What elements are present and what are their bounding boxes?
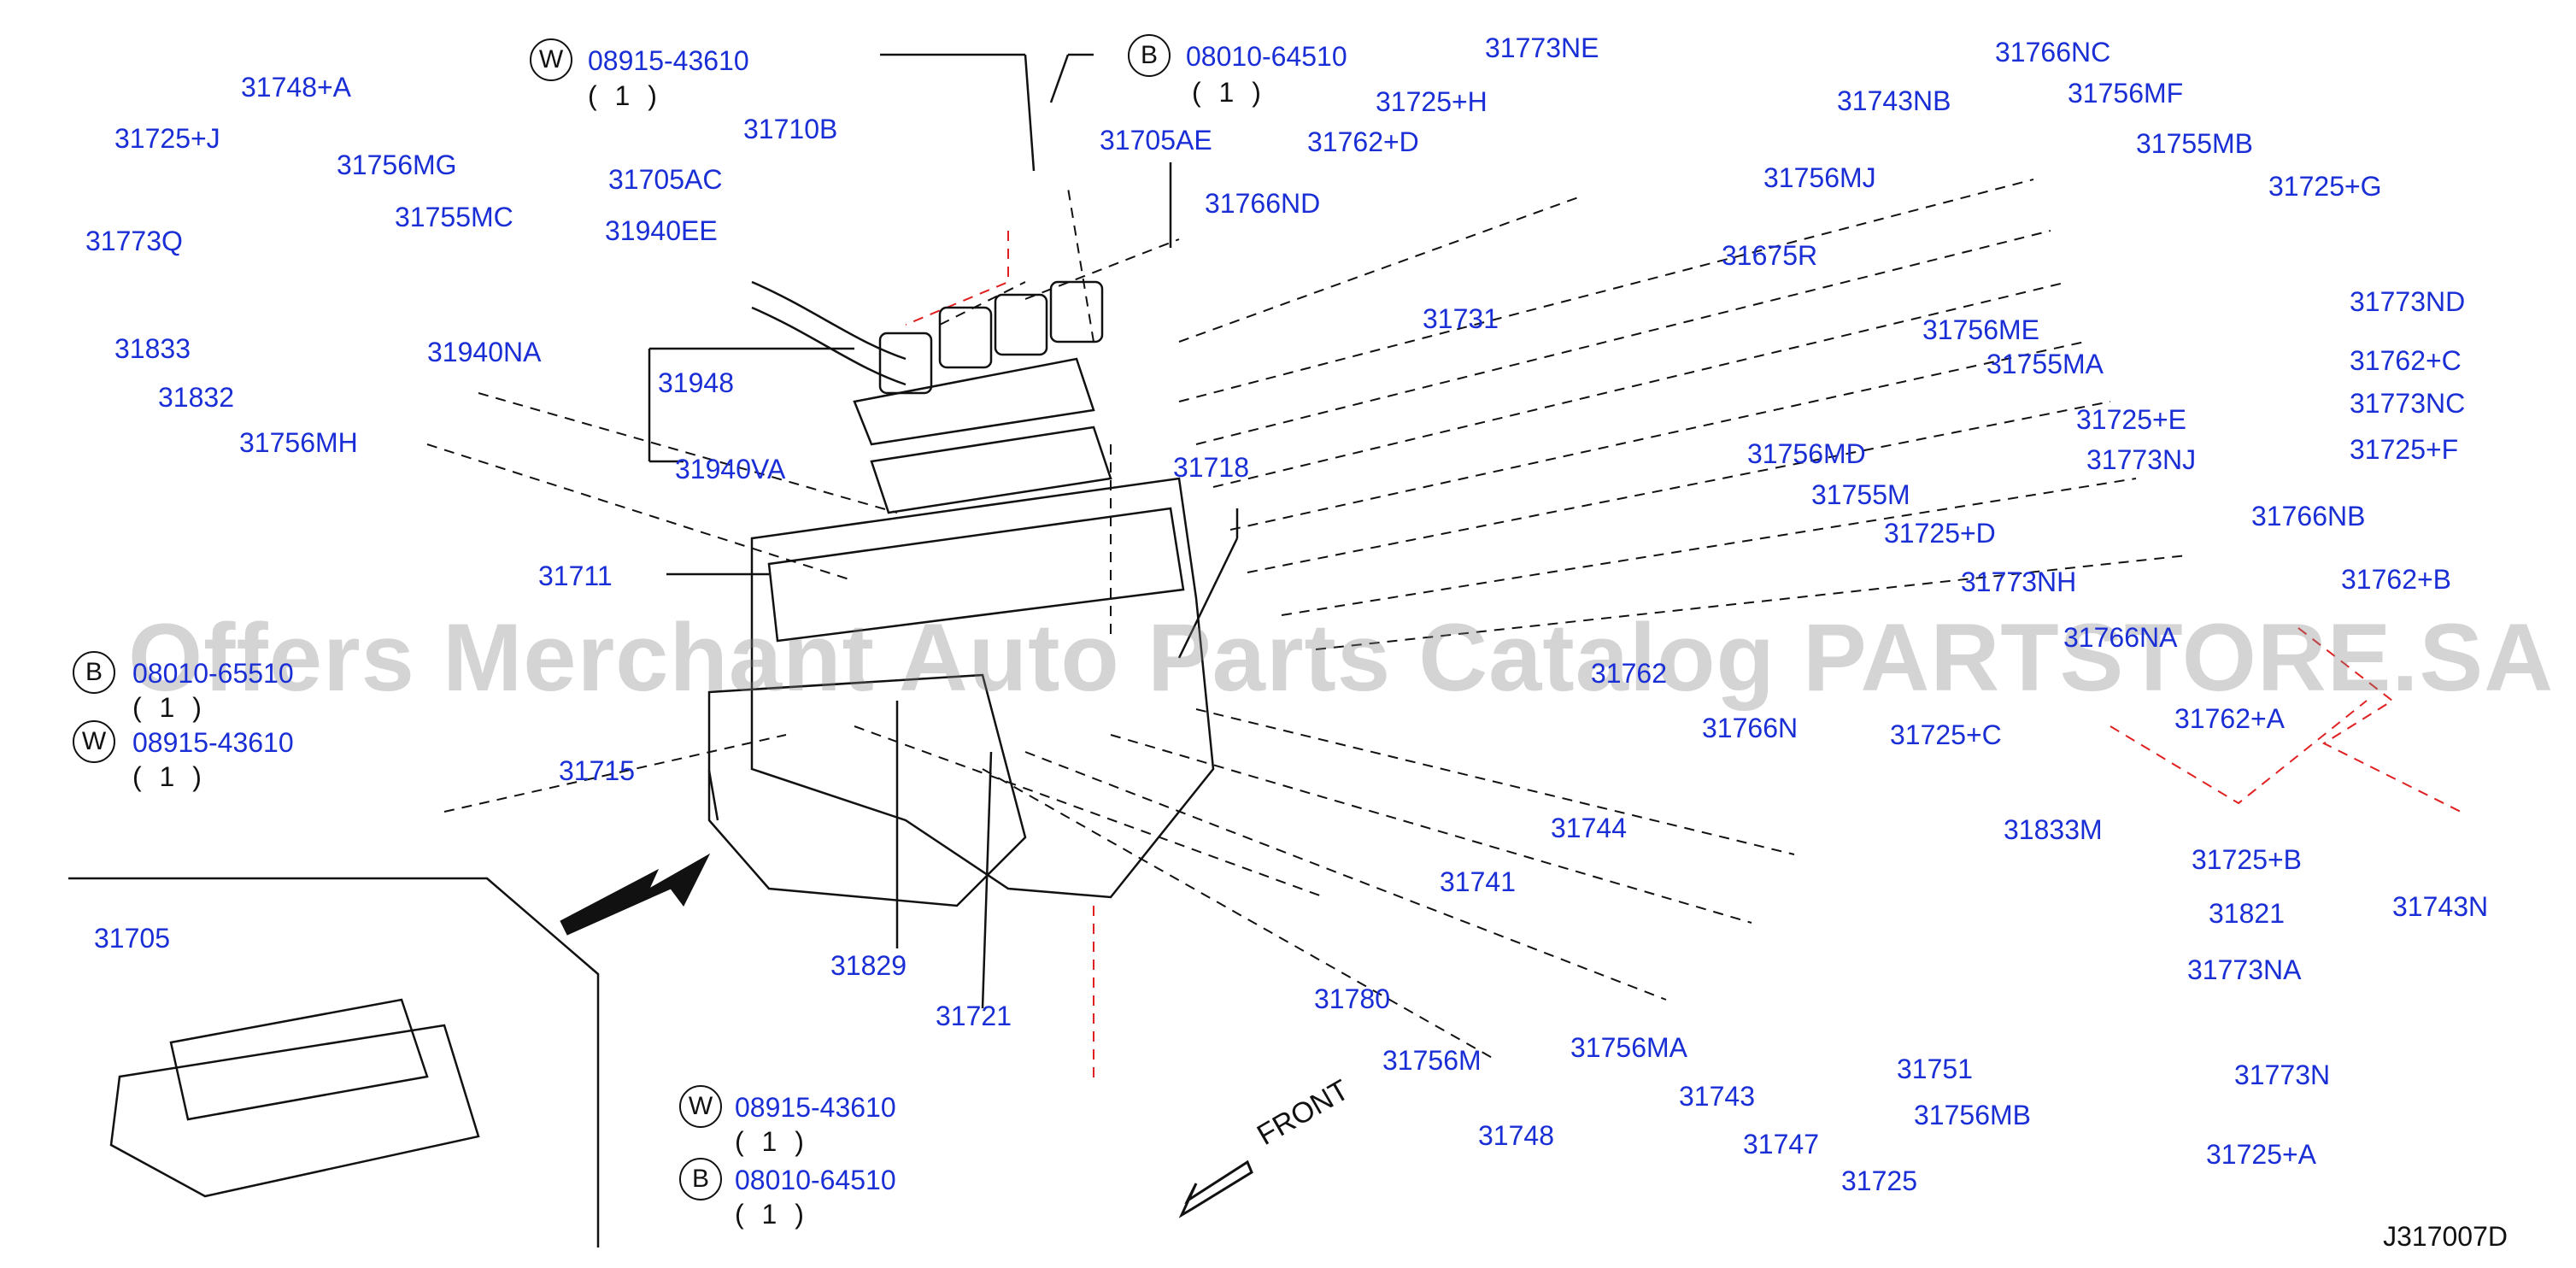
part-label-31762-b[interactable]: 31762+B: [2341, 564, 2452, 595]
callout-b-3-part[interactable]: 08010-64510: [735, 1165, 896, 1195]
part-label-31725-b[interactable]: 31725+B: [2192, 844, 2303, 875]
part-label-31741[interactable]: 31741: [1440, 866, 1516, 897]
part-label-31725-h[interactable]: 31725+H: [1376, 86, 1488, 117]
part-label-31833[interactable]: 31833: [114, 333, 191, 364]
part-label-31766nc[interactable]: 31766NC: [1995, 37, 2111, 68]
part-label-31773n[interactable]: 31773N: [2234, 1060, 2331, 1090]
part-label-31756mf[interactable]: 31756MF: [2068, 78, 2184, 109]
callout-w-1-qty: ( 1 ): [588, 80, 662, 111]
part-label-31725-g[interactable]: 31725+G: [2268, 171, 2382, 202]
part-label-31725-j[interactable]: 31725+J: [114, 123, 220, 154]
part-label-31705[interactable]: 31705: [94, 923, 170, 954]
callout-w-2-qty: ( 1 ): [132, 761, 207, 792]
part-label-31725-a[interactable]: 31725+A: [2206, 1139, 2317, 1170]
callout-w-3-part[interactable]: 08915-43610: [735, 1092, 896, 1123]
callout-w-2-part[interactable]: 08915-43610: [132, 727, 294, 758]
callout-b-2-part[interactable]: 08010-65510: [132, 658, 294, 689]
part-label-31833m[interactable]: 31833M: [2004, 814, 2103, 845]
part-label-31756mb[interactable]: 31756MB: [1914, 1100, 2031, 1130]
part-label-31755m[interactable]: 31755M: [1811, 479, 1910, 510]
part-label-31940na[interactable]: 31940NA: [427, 337, 542, 367]
part-label-31731[interactable]: 31731: [1423, 303, 1499, 334]
part-label-31773nj[interactable]: 31773NJ: [2086, 444, 2197, 475]
part-label-31725[interactable]: 31725: [1841, 1165, 1917, 1196]
part-label-31755mc[interactable]: 31755MC: [395, 202, 513, 232]
part-label-31762-c[interactable]: 31762+C: [2350, 345, 2462, 376]
callout-b-1-circle: B: [1128, 34, 1171, 77]
part-label-31766na[interactable]: 31766NA: [2063, 622, 2178, 653]
part-label-31948[interactable]: 31948: [658, 367, 734, 398]
part-label-31940ee[interactable]: 31940EE: [605, 215, 718, 246]
diagram-id: J317007D: [2383, 1221, 2508, 1252]
part-label-31751[interactable]: 31751: [1897, 1054, 1973, 1084]
part-label-31756mg[interactable]: 31756MG: [337, 150, 457, 180]
part-label-31743nb[interactable]: 31743NB: [1837, 85, 1951, 116]
part-label-31725-e[interactable]: 31725+E: [2076, 404, 2187, 435]
callout-w-3-qty: ( 1 ): [735, 1126, 809, 1157]
callout-w-3-circle: W: [679, 1085, 722, 1128]
part-label-31756mj[interactable]: 31756MJ: [1763, 162, 1876, 193]
part-label-31743n[interactable]: 31743N: [2392, 891, 2489, 922]
part-label-31756m[interactable]: 31756M: [1382, 1045, 1482, 1076]
part-label-31940va[interactable]: 31940VA: [675, 454, 786, 484]
part-label-31762[interactable]: 31762: [1591, 658, 1667, 689]
part-label-31755mb[interactable]: 31755MB: [2136, 128, 2253, 159]
part-label-31748-a[interactable]: 31748+A: [241, 72, 352, 103]
part-label-31675r[interactable]: 31675R: [1722, 240, 1818, 271]
part-label-31748[interactable]: 31748: [1478, 1120, 1554, 1151]
part-label-31721[interactable]: 31721: [936, 1001, 1012, 1031]
part-label-31711[interactable]: 31711: [538, 561, 613, 591]
part-label-31756me[interactable]: 31756ME: [1922, 314, 2039, 345]
part-label-31744[interactable]: 31744: [1551, 813, 1627, 843]
callout-w-1-part[interactable]: 08915-43610: [588, 45, 749, 76]
part-label-31725-f[interactable]: 31725+F: [2350, 434, 2459, 465]
part-label-31832[interactable]: 31832: [158, 382, 234, 413]
part-label-31762-d[interactable]: 31762+D: [1307, 126, 1419, 157]
part-label-31773nh[interactable]: 31773NH: [1961, 566, 2077, 597]
callout-b-3-qty: ( 1 ): [735, 1199, 809, 1230]
part-label-31766n[interactable]: 31766N: [1702, 713, 1799, 743]
part-label-31718[interactable]: 31718: [1173, 452, 1249, 483]
part-label-31725-c[interactable]: 31725+C: [1890, 719, 2002, 750]
part-label-31705ac[interactable]: 31705AC: [608, 164, 723, 195]
part-label-31780[interactable]: 31780: [1314, 983, 1390, 1014]
part-label-31747[interactable]: 31747: [1743, 1129, 1819, 1159]
callout-b-3-circle: B: [679, 1158, 722, 1200]
watermark-text: Offers Merchant Auto Parts Catalog PARTS…: [128, 604, 2555, 711]
callout-b-1-part[interactable]: 08010-64510: [1186, 41, 1347, 72]
part-label-31743[interactable]: 31743: [1679, 1081, 1755, 1112]
part-label-31766nd[interactable]: 31766ND: [1205, 188, 1321, 219]
part-label-31755ma[interactable]: 31755MA: [1986, 349, 2104, 379]
part-label-31762-a[interactable]: 31762+A: [2174, 703, 2286, 734]
part-label-31756md[interactable]: 31756MD: [1747, 438, 1866, 469]
part-label-31705ae[interactable]: 31705AE: [1100, 125, 1212, 156]
callout-w-1-circle: W: [530, 38, 572, 81]
part-label-31773nd[interactable]: 31773ND: [2350, 286, 2466, 317]
part-label-31766nb[interactable]: 31766NB: [2251, 501, 2366, 531]
part-label-31821[interactable]: 31821: [2209, 898, 2285, 929]
callout-b-2-qty: ( 1 ): [132, 692, 207, 723]
part-label-31756ma[interactable]: 31756MA: [1570, 1032, 1687, 1063]
part-label-31710b[interactable]: 31710B: [743, 114, 838, 144]
part-label-31773nc[interactable]: 31773NC: [2350, 388, 2466, 419]
part-label-31773na[interactable]: 31773NA: [2187, 954, 2302, 985]
part-label-31829[interactable]: 31829: [830, 950, 907, 981]
callout-b-1-qty: ( 1 ): [1192, 77, 1266, 108]
part-label-31725-d[interactable]: 31725+D: [1884, 518, 1996, 549]
callout-b-2-circle: B: [73, 651, 115, 694]
part-label-31773q[interactable]: 31773Q: [85, 226, 183, 256]
part-label-31756mh[interactable]: 31756MH: [239, 427, 358, 458]
callout-w-2-circle: W: [73, 720, 115, 763]
part-label-31715[interactable]: 31715: [559, 755, 635, 786]
part-label-31773ne[interactable]: 31773NE: [1485, 32, 1599, 63]
